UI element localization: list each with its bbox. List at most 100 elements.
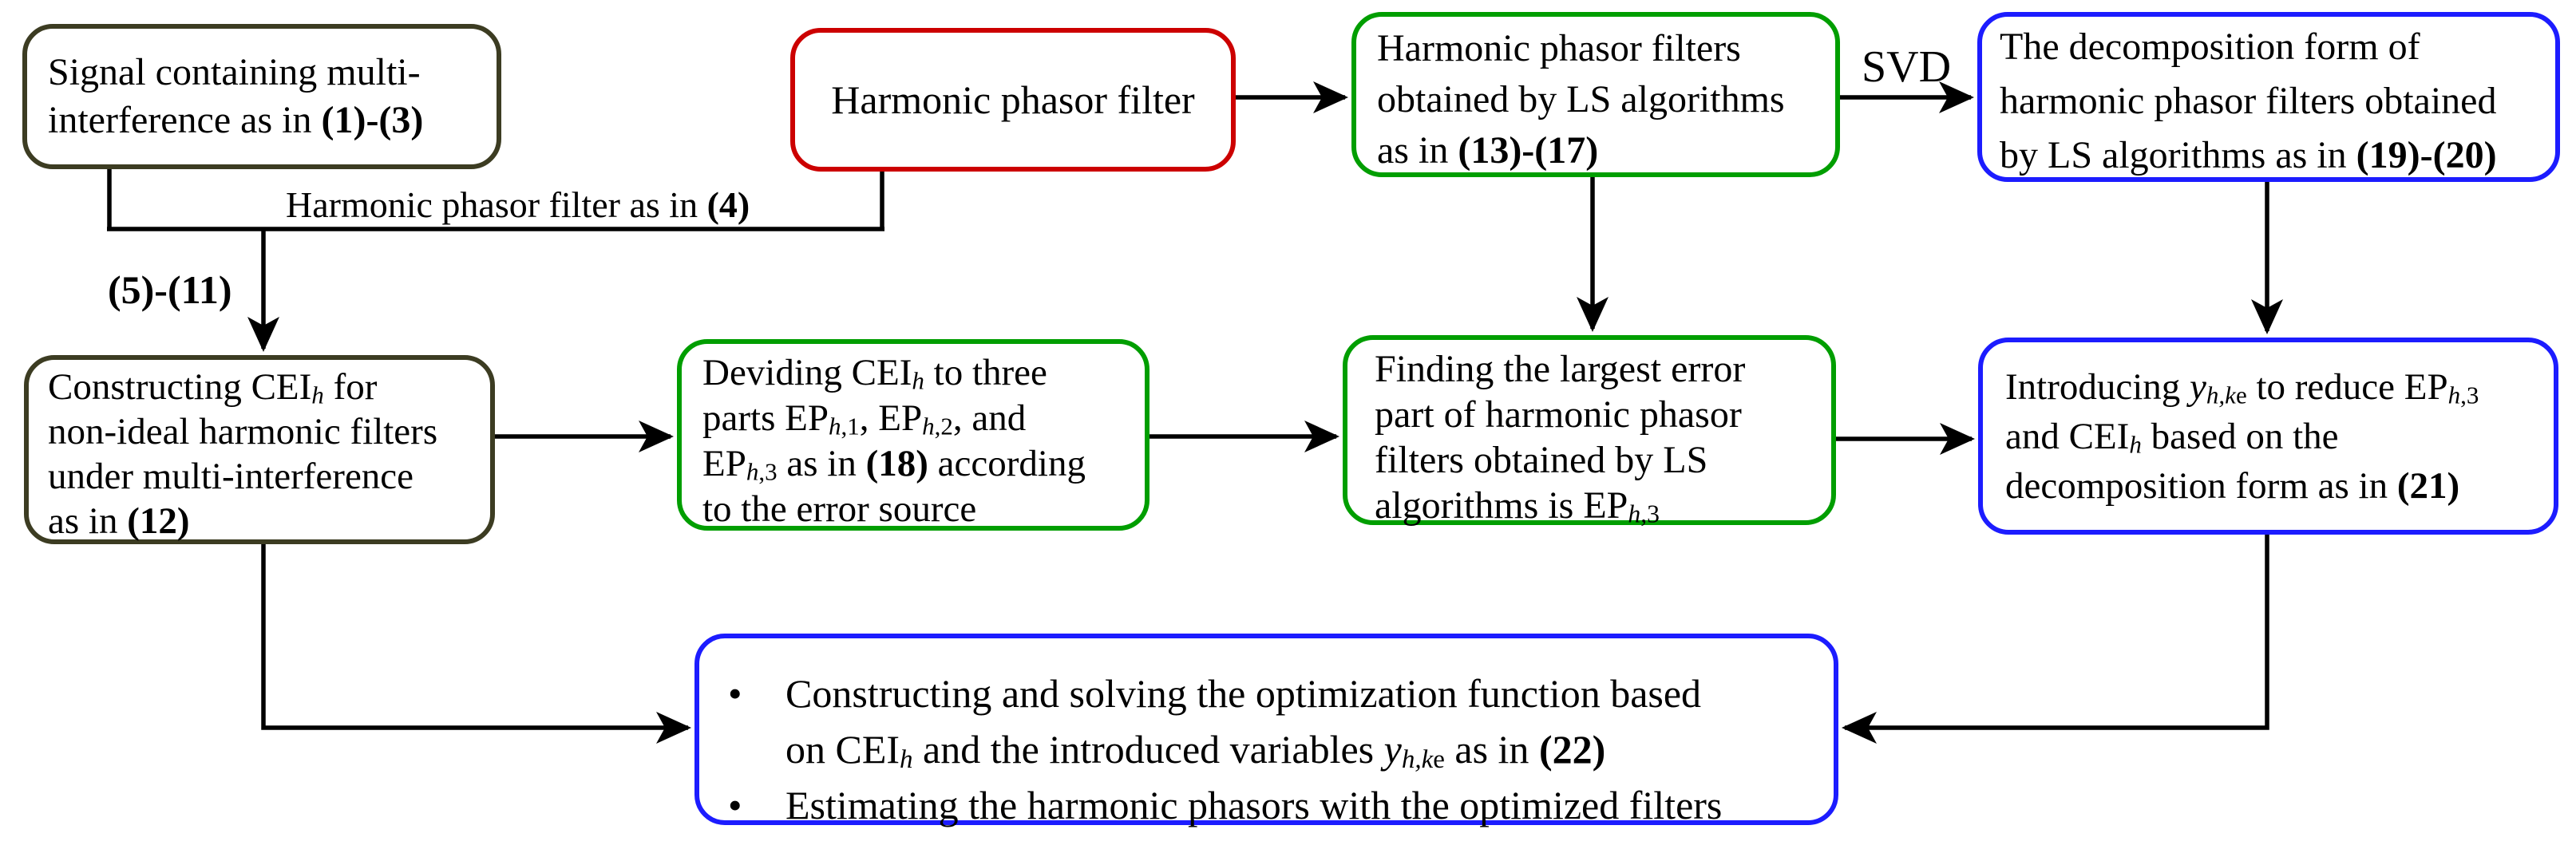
text-segment: for (323, 366, 378, 408)
text-segment: ,2 (934, 412, 953, 440)
text-segment: ,3 (758, 457, 778, 486)
text-line: Constructing CEIh for (48, 365, 490, 409)
label-svd: SVD (1862, 42, 1952, 92)
text-segment: (21) (2396, 464, 2460, 507)
text-line: Constructing and solving the optimizatio… (785, 665, 1701, 721)
text-segment: ,3 (1640, 500, 1660, 528)
text-segment: filters obtained by LS (1375, 439, 1708, 481)
text-segment: Signal containing multi- (48, 51, 421, 93)
text-segment: under multi-interference (48, 456, 414, 497)
text-segment: h (1628, 500, 1641, 528)
text-line: and CEIh based on the (2005, 412, 2554, 461)
text-segment: , and (952, 397, 1027, 439)
text-segment: decomposition form as in (2005, 464, 2397, 507)
text-line: algorithms is EPh,3 (1375, 483, 1831, 528)
text-segment: non-ideal harmonic filters (48, 411, 438, 452)
text-segment: as in (48, 500, 128, 542)
text-segment: Harmonic phasor filter (831, 77, 1195, 122)
text-segment: harmonic phasor filters obtained (2000, 80, 2497, 122)
text-segment: (5)-(11) (108, 267, 232, 312)
text-line: Harmonic phasor filter (831, 77, 1194, 123)
text-segment: to three (924, 352, 1047, 393)
text-segment: to the error source (702, 488, 977, 530)
text-segment: h,k (1401, 744, 1434, 774)
bullet-text: Constructing and solving the optimizatio… (785, 665, 1701, 777)
text-segment: Introducing (2005, 365, 2190, 408)
text-line: Introducing yh,ke to reduce EPh,3 (2005, 362, 2554, 412)
bullet-item: • Estimating the harmonic phasors with th… (723, 777, 1834, 833)
text-segment: to reduce EP (2246, 365, 2448, 408)
text-segment: Estimating the harmonic phasors with the… (785, 783, 1723, 827)
text-segment: (18) (865, 443, 928, 484)
text-segment: (1)-(3) (321, 99, 424, 141)
label-eq5-11: (5)-(11) (108, 267, 232, 313)
text-segment: (13)-(17) (1458, 129, 1599, 172)
text-segment: ,3 (2460, 381, 2479, 409)
label-filter-eq4: Harmonic phasor filter as in (4) (286, 184, 750, 226)
text-line: by LS algorithms as in (19)-(20) (2000, 128, 2555, 183)
box-decomposition-form: The decomposition form of harmonic phasor… (1977, 12, 2560, 182)
text-segment: Constructing CEI (48, 366, 312, 408)
text-segment: (19)-(20) (2356, 134, 2497, 176)
text-segment: , EP (859, 397, 923, 439)
text-segment: h (828, 412, 841, 440)
box-ls-filters: Harmonic phasor filters obtained by LS al… (1351, 12, 1840, 177)
box-harmonic-phasor-filter: Harmonic phasor filter (790, 28, 1236, 172)
text-segment: and the introduced variables (912, 727, 1384, 772)
text-segment: EP (702, 443, 746, 484)
text-segment: algorithms is EP (1375, 484, 1628, 527)
text-line: harmonic phasor filters obtained (2000, 74, 2555, 128)
text-segment: Finding the largest error (1375, 348, 1746, 390)
text-segment: h (2129, 430, 2142, 459)
text-segment: h (311, 381, 324, 409)
text-segment: h (922, 412, 935, 440)
text-segment: h (2447, 381, 2461, 409)
text-line: non-ideal harmonic filters (48, 409, 490, 454)
text-segment: based on the (2141, 415, 2339, 457)
text-line: interference as in (1)-(3) (48, 97, 497, 144)
box-optimization: • Constructing and solving the optimizati… (694, 634, 1838, 827)
text-segment: parts EP (702, 397, 829, 439)
text-segment: Deviding CEI (702, 352, 912, 393)
text-segment: e (1433, 744, 1445, 774)
text-segment: h,k (2206, 381, 2236, 409)
text-segment: according (928, 443, 1086, 484)
text-line: Signal containing multi- (48, 49, 497, 97)
arrow-cei-to-optimization (261, 544, 691, 744)
text-segment: h (746, 457, 759, 486)
text-segment: as in (777, 443, 866, 484)
text-segment: Harmonic phasor filter as in (286, 184, 707, 225)
text-line: Harmonic phasor filters (1377, 23, 1835, 74)
text-segment: h (912, 366, 924, 395)
text-segment: The decomposition form of (2000, 26, 2420, 68)
text-line: decomposition form as in (21) (2005, 461, 2554, 511)
text-segment: h (900, 744, 913, 774)
text-segment: as in (1444, 727, 1539, 772)
text-segment: Constructing and solving the optimizatio… (785, 671, 1702, 716)
text-line: to the error source (702, 487, 1145, 532)
text-segment: e (2235, 381, 2247, 409)
text-segment: obtained by LS algorithms (1377, 78, 1785, 120)
text-line: as in (12) (48, 499, 490, 543)
text-segment: and CEI (2005, 415, 2130, 457)
text-segment: as in (1377, 129, 1458, 172)
text-line: under multi-interference (48, 454, 490, 499)
text-line: part of harmonic phasor (1375, 392, 1831, 437)
bullet-dot: • (728, 783, 742, 827)
text-segment: Harmonic phasor filters (1377, 27, 1741, 69)
text-line: filters obtained by LS (1375, 437, 1831, 483)
text-segment: y (1383, 727, 1402, 772)
text-segment: part of harmonic phasor (1375, 393, 1742, 436)
text-line: EPh,3 as in (18) according (702, 441, 1145, 487)
text-line: obtained by LS algorithms (1377, 74, 1835, 125)
text-segment: y (2190, 365, 2206, 408)
text-line: Estimating the harmonic phasors with the… (785, 777, 1722, 833)
bullet-dot: • (728, 671, 742, 716)
text-segment: (12) (127, 500, 190, 542)
text-line: The decomposition form of (2000, 20, 2555, 74)
